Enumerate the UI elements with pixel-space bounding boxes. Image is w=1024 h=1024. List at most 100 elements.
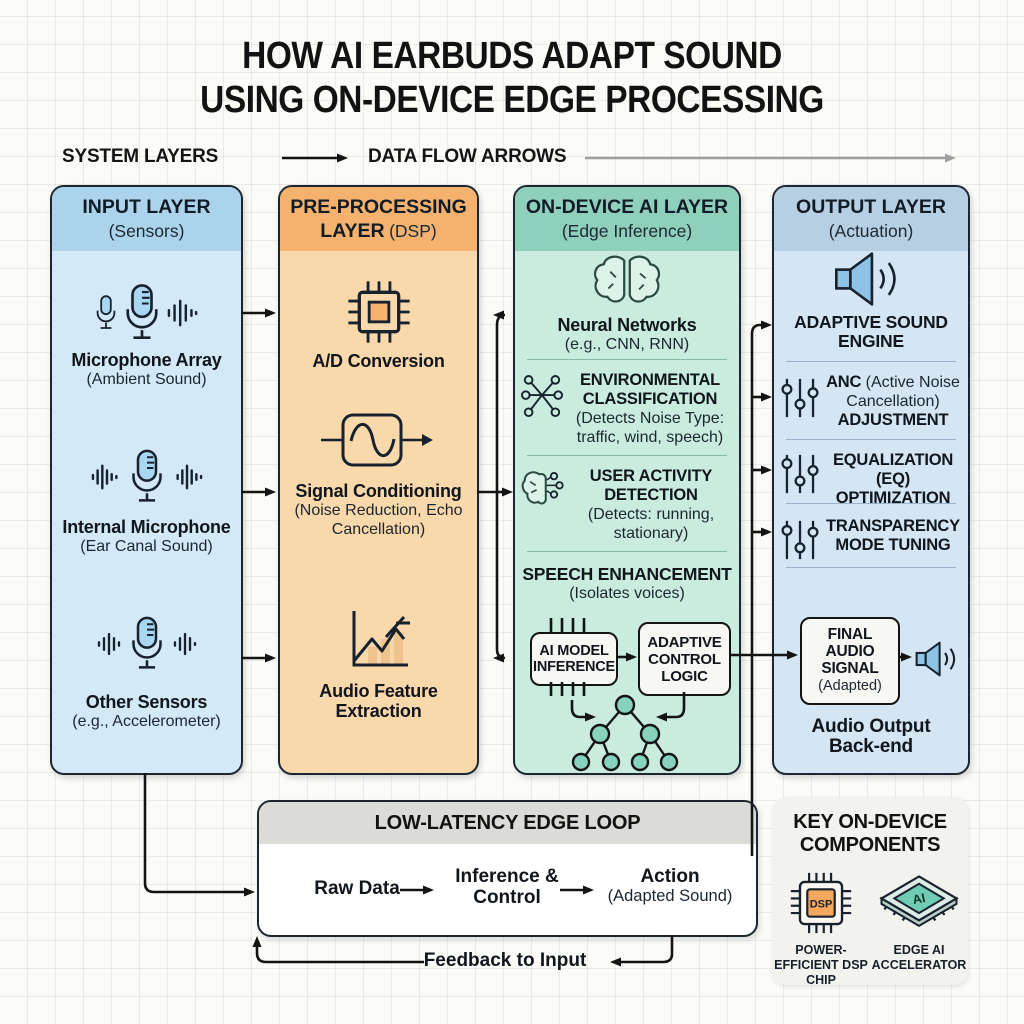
edge-loop-panel: LOW-LATENCY EDGE LOOP Raw Data Inference… xyxy=(257,800,758,937)
page-title: HOW AI EARBUDS ADAPT SOUND USING ON-DEVI… xyxy=(61,34,962,122)
out-divider-2 xyxy=(786,439,956,440)
ai-item-4-sublabel: (Isolates voices) xyxy=(569,585,685,602)
input-layer-panel: INPUT LAYER (Sensors) Microphone Array (… xyxy=(50,185,243,775)
adaptive-control-logic-box: ADAPTIVE CONTROL LOGIC xyxy=(638,622,731,696)
sliders-icon xyxy=(781,454,819,494)
output-item-1: ADAPTIVE SOUND ENGINE xyxy=(774,313,968,351)
chip-icon xyxy=(280,277,477,347)
preprocessing-layer-title: PRE-PROCESSING LAYER xyxy=(290,196,467,242)
waveform-icon xyxy=(167,299,197,327)
input-item-1: Microphone Array (Ambient Sound) xyxy=(52,350,241,389)
waveform-icon xyxy=(173,632,196,656)
out-divider-1 xyxy=(786,361,956,362)
output-item-3-label: EQUALIZATION (EQ) OPTIMIZATION xyxy=(832,451,954,507)
final-audio-signal-sublabel: (Adapted) xyxy=(818,678,882,694)
output-item-2-normal: (Active Noise Cancellation) xyxy=(846,374,960,410)
ai-accelerator-icon: AI xyxy=(879,875,959,928)
arrow-trunk-engine xyxy=(750,320,772,655)
dsp-chip-text: DSP xyxy=(810,899,833,911)
ai-layer-subtitle: (Edge Inference) xyxy=(561,221,693,241)
ai-item-2-label: ENVIRONMENTAL CLASSIFICATION xyxy=(579,371,721,408)
speaker-icon xyxy=(774,249,968,309)
key-component-dsp: DSP POWER-EFFICIENT DSP CHIP xyxy=(772,871,870,988)
ai-divider-1 xyxy=(527,359,727,360)
legend-data-flow-arrows: DATA FLOW ARROWS xyxy=(368,146,567,167)
preprocessing-layer-subtitle: (DSP) xyxy=(389,221,437,241)
output-backend-label: Audio Output Back-end xyxy=(811,716,931,757)
brain-icon xyxy=(515,253,739,309)
other-sensors-icon xyxy=(52,613,241,675)
internal-microphone-icon xyxy=(52,445,241,509)
input-item-3-sublabel: (e.g., Accelerometer) xyxy=(72,713,221,730)
large-mic-icon xyxy=(125,284,158,340)
dsp-chip-icon: DSP xyxy=(790,872,852,934)
title-line-2: USING ON-DEVICE EDGE PROCESSING xyxy=(200,79,824,121)
loop-step-raw-data: Raw Data xyxy=(314,878,400,899)
key-components-panel: KEY ON-DEVICE COMPONENTS DSP POWER-EFFIC… xyxy=(772,797,968,988)
arrow-input-loop xyxy=(143,773,255,897)
feature-chart-icon xyxy=(280,605,477,675)
sliders-icon xyxy=(781,378,819,418)
ai-item-2: ENVIRONMENTAL CLASSIFICATION (Detects No… xyxy=(521,371,733,447)
feedback-label: Feedback to Input xyxy=(423,950,587,971)
ai-layer-header: ON-DEVICE AI LAYER (Edge Inference) xyxy=(515,187,739,251)
ai-item-1-label: Neural Networks xyxy=(557,315,697,335)
output-item-2-bold-prefix: ANC xyxy=(826,373,862,391)
input-item-2-label: Internal Microphone xyxy=(62,517,231,537)
loop-step-action-sublabel: (Adapted Sound) xyxy=(607,887,733,905)
final-audio-signal-box: FINAL AUDIO SIGNAL (Adapted) xyxy=(800,617,900,705)
preprocessing-layer-panel: PRE-PROCESSING LAYER (DSP) A/D Conversio… xyxy=(278,185,479,775)
ai-model-inference-label: AI MODEL INFERENCE xyxy=(533,643,615,675)
input-layer-header: INPUT LAYER (Sensors) xyxy=(52,187,241,251)
output-layer-title: OUTPUT LAYER xyxy=(796,196,946,218)
adaptive-control-logic-label: ADAPTIVE CONTROL LOGIC xyxy=(647,633,722,685)
output-layer-header: OUTPUT LAYER (Actuation) xyxy=(774,187,968,251)
ai-item-3: USER ACTIVITY DETECTION (Detects: runnin… xyxy=(521,467,733,543)
out-divider-3 xyxy=(786,503,956,504)
pre-item-2-sublabel: (Noise Reduction, Echo Cancellation) xyxy=(294,502,463,538)
waveform-icon xyxy=(97,632,120,656)
pre-item-2-label: Signal Conditioning xyxy=(295,481,462,501)
preprocessing-layer-header: PRE-PROCESSING LAYER (DSP) xyxy=(280,187,477,251)
key-component-dsp-label: POWER-EFFICIENT DSP CHIP xyxy=(774,943,868,987)
output-layer-subtitle: (Actuation) xyxy=(828,221,914,241)
waveform-icon xyxy=(175,464,202,490)
loop-step-action: Action (Adapted Sound) xyxy=(595,866,745,906)
pre-item-3-label: Audio Feature Extraction xyxy=(319,681,438,721)
input-layer-subtitle: (Sensors) xyxy=(108,221,185,241)
ai-item-4: SPEECH ENHANCEMENT (Isolates voices) xyxy=(515,565,739,603)
ai-layer-title: ON-DEVICE AI LAYER xyxy=(525,196,729,218)
input-layer-title: INPUT LAYER xyxy=(82,196,211,218)
input-item-2-sublabel: (Ear Canal Sound) xyxy=(80,538,213,555)
arrow-feedback-left xyxy=(610,935,674,967)
ai-model-inference-box: AI MODEL INFERENCE xyxy=(530,632,618,686)
small-speaker-icon xyxy=(915,641,956,677)
ai-divider-3 xyxy=(527,551,727,552)
pre-item-1-label: A/D Conversion xyxy=(312,351,445,371)
loop-step-action-label: Action xyxy=(640,866,700,887)
arrow-pre-ai-bottom xyxy=(493,492,506,663)
large-mic-icon xyxy=(131,449,162,502)
output-item-2: ANC (Active Noise Cancellation) ADJUSTME… xyxy=(780,373,962,430)
input-item-2: Internal Microphone (Ear Canal Sound) xyxy=(52,517,241,556)
ai-item-3-sublabel: (Detects: running, stationary) xyxy=(587,506,715,542)
waveform-icon xyxy=(91,464,118,490)
large-mic-icon xyxy=(131,616,162,669)
input-item-1-label: Microphone Array xyxy=(71,350,222,370)
input-item-3: Other Sensors (e.g., Accelerometer) xyxy=(52,692,241,731)
pre-item-2: Signal Conditioning (Noise Reduction, Ec… xyxy=(280,481,477,539)
key-component-ai: AI EDGE AI ACCELERATOR xyxy=(870,871,968,988)
ai-chip-text: AI xyxy=(911,890,927,907)
title-line-1: HOW AI EARBUDS ADAPT SOUND xyxy=(242,35,782,77)
edge-loop-title: LOW-LATENCY EDGE LOOP xyxy=(259,802,756,844)
legend-system-layers: SYSTEM LAYERS xyxy=(62,146,219,167)
input-item-1-sublabel: (Ambient Sound) xyxy=(86,371,207,388)
loop-step-inference: Inference & Control xyxy=(455,866,559,908)
key-component-ai-label: EDGE AI ACCELERATOR xyxy=(871,943,967,972)
signal-wave-icon xyxy=(280,411,477,469)
input-item-3-label: Other Sensors xyxy=(85,692,208,712)
key-components-title: KEY ON-DEVICE COMPONENTS xyxy=(793,811,947,856)
output-item-4: TRANSPARENCY MODE TUNING xyxy=(780,517,962,563)
output-item-4-label: TRANSPARENCY MODE TUNING xyxy=(826,517,960,554)
ai-divider-2 xyxy=(527,455,727,456)
